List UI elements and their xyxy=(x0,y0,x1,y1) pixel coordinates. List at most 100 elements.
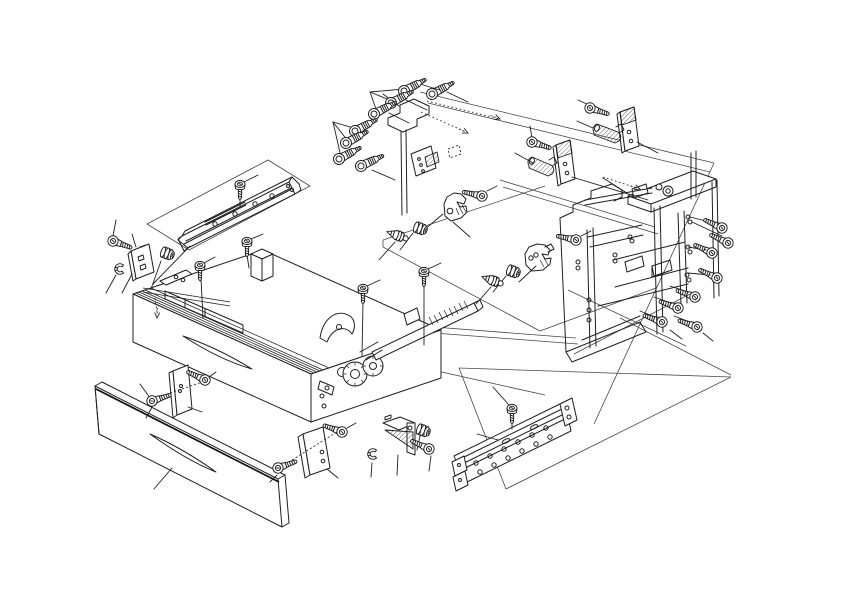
leader-line xyxy=(361,301,364,357)
support-arm xyxy=(359,299,484,361)
leader-line xyxy=(405,99,428,111)
leader-line xyxy=(576,120,594,129)
leader-line xyxy=(514,152,534,164)
catch-plate-lower xyxy=(552,139,576,187)
leader-line xyxy=(187,406,203,413)
leader-line xyxy=(150,260,162,290)
vertical-screw xyxy=(418,266,430,288)
leader-line xyxy=(396,454,399,476)
catch-bar-upper xyxy=(592,123,625,144)
latch-bracket-front xyxy=(443,192,468,222)
phantom-line xyxy=(420,331,579,345)
phantom-line xyxy=(505,376,732,490)
bushing xyxy=(158,245,177,262)
machine-screw xyxy=(524,134,554,154)
leader-line xyxy=(370,462,373,478)
phantom-outlines xyxy=(146,91,732,490)
tray-mount-bracket xyxy=(168,364,206,419)
panel-handle-slot xyxy=(149,433,217,473)
leader-line xyxy=(326,468,339,479)
machine-screw xyxy=(144,389,174,409)
leader-line xyxy=(378,241,396,261)
leader-line xyxy=(366,279,381,287)
leader-line xyxy=(388,112,410,124)
shoulder-screw xyxy=(353,149,387,174)
bushing xyxy=(504,263,523,280)
leader-line xyxy=(139,383,151,399)
leader-line xyxy=(702,332,714,342)
phantom-line xyxy=(502,186,659,235)
catch-bar-lower xyxy=(527,156,558,177)
leader-line xyxy=(446,91,469,103)
phantom-line xyxy=(436,370,546,396)
leader-line xyxy=(346,422,357,429)
vertical-screw xyxy=(506,403,518,425)
leader-line xyxy=(371,169,396,181)
shoulder-screw xyxy=(424,76,458,102)
machine-screw xyxy=(673,284,703,305)
leader-line xyxy=(121,273,133,294)
leader-line xyxy=(427,262,442,270)
leader-line xyxy=(529,125,533,139)
leader-line xyxy=(208,371,217,378)
leader-line xyxy=(419,83,444,92)
phantom-line xyxy=(458,367,507,490)
lift-gear-cluster xyxy=(317,355,384,396)
leader-line xyxy=(145,406,153,419)
phantom-line xyxy=(539,287,657,332)
leader-line xyxy=(452,221,471,238)
lower-mount-plate xyxy=(291,426,338,479)
phantom-line xyxy=(458,367,732,378)
leader-line xyxy=(518,265,537,283)
leader-line xyxy=(636,141,659,154)
front-panel xyxy=(94,381,290,528)
dotted-leader xyxy=(426,100,501,120)
machine-screw xyxy=(320,419,350,440)
catch-plate-upper xyxy=(616,106,640,154)
fasteners xyxy=(105,73,736,476)
dotted-leader xyxy=(420,111,469,134)
machine-screw xyxy=(701,214,730,236)
leader-line xyxy=(105,274,117,294)
machine-screw xyxy=(270,455,300,476)
left-mount-plate xyxy=(127,243,155,282)
leader-line xyxy=(691,221,723,237)
corner-block xyxy=(250,248,274,282)
machine-screw xyxy=(582,100,612,120)
leader-line xyxy=(669,329,683,340)
leader-line xyxy=(476,433,499,441)
gusset-bracket xyxy=(382,414,416,456)
leader-line xyxy=(269,474,278,483)
machine-screw xyxy=(554,230,583,247)
main-frame xyxy=(559,150,720,363)
leader-line xyxy=(492,386,510,406)
leader-line xyxy=(153,467,173,490)
phantom-line xyxy=(420,325,577,339)
leader-line xyxy=(200,278,204,319)
lower-slide-rail xyxy=(451,397,578,492)
leader-line xyxy=(399,232,414,251)
assembly-arrow-icon xyxy=(457,125,470,136)
phantom-line xyxy=(567,289,687,347)
leader-line xyxy=(332,121,342,158)
c-clip xyxy=(114,263,125,275)
phantom-line xyxy=(382,246,541,332)
leader-line xyxy=(571,176,649,201)
leader-line xyxy=(131,233,137,248)
leader-line xyxy=(428,455,432,472)
leader-line xyxy=(580,230,592,237)
curved-guide xyxy=(319,312,355,343)
leader-line xyxy=(203,256,216,264)
leader-line xyxy=(475,286,492,305)
machine-screw xyxy=(105,233,135,254)
front-face-slot xyxy=(182,335,253,370)
leader-line xyxy=(486,185,498,192)
drawer-tray xyxy=(132,248,484,423)
c-clip xyxy=(367,448,378,460)
upper-slide-rail xyxy=(177,176,302,252)
phantom-line xyxy=(619,317,732,376)
leader-line xyxy=(112,219,117,237)
vertical-screw xyxy=(234,179,246,201)
phantom-line xyxy=(593,162,715,425)
